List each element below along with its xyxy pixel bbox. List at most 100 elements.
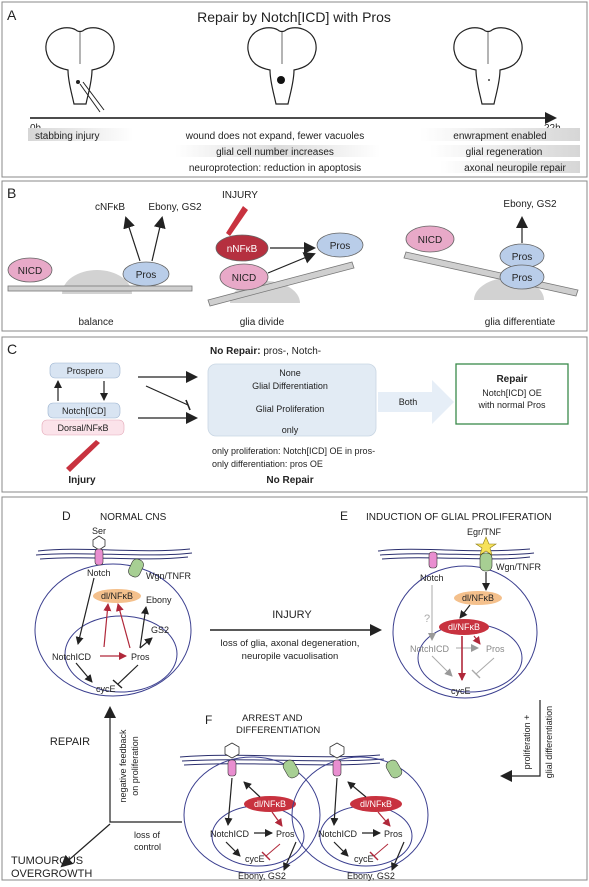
- arrow-pros-ebony: [139, 606, 149, 649]
- label-glial-regen: glial regeneration: [466, 147, 543, 158]
- arrow-dl-notch: [347, 781, 367, 798]
- both-arrow: [378, 380, 454, 424]
- inhibit-pros-cyce: [265, 843, 281, 857]
- balance-label: balance: [78, 317, 113, 328]
- panel-e-letter: E: [340, 509, 348, 523]
- inhibit-pros-cyce: [475, 657, 495, 675]
- nicd-label: NICD: [18, 266, 42, 277]
- pros-label: Pros: [384, 829, 403, 839]
- wound-icon: [277, 76, 285, 84]
- panel-d-title: NORMAL CNS: [100, 512, 167, 523]
- lever-beam: [7, 285, 193, 292]
- cnfkb-label: cNFκB: [95, 202, 125, 213]
- glial-prolif-label: Glial Proliferation: [256, 404, 325, 414]
- dl-nuclear-label: dl/NFκB: [360, 799, 392, 809]
- panel-a-letter: A: [7, 7, 17, 23]
- pros-label: Pros: [131, 652, 150, 662]
- notchicd-label: NotchICD: [318, 829, 358, 839]
- panel-e-title: INDUCTION OF GLIAL PROLIFERATION: [366, 512, 552, 523]
- pros-node: [316, 232, 364, 258]
- pros-label: Pros: [486, 644, 505, 654]
- injury-needle-icon: [66, 440, 100, 472]
- wgn-label: Wgn/TNFR: [496, 562, 542, 572]
- arrow-notch-notchicd: [75, 577, 95, 645]
- dorsal-node: [41, 419, 125, 436]
- panel-f-title2: DIFFERENTIATION: [236, 725, 320, 736]
- ser-ligand: [224, 742, 240, 759]
- cell-outline: [34, 563, 192, 697]
- injury-desc1: loss of glia, axonal degeneration,: [221, 638, 360, 649]
- panel-d-letter: D: [62, 509, 71, 523]
- wgn-receptor: [128, 558, 144, 578]
- axonal-bar: [440, 161, 580, 173]
- neg-fb-label1: negative feedback: [118, 729, 128, 803]
- notch-label: Notch: [87, 568, 111, 578]
- needle-icon: [79, 83, 101, 113]
- repair-label: REPAIR: [50, 736, 90, 748]
- arrow-notch-notchicd: [330, 777, 339, 826]
- dl-label: dl/NFκB: [462, 593, 494, 603]
- question-mark: ?: [424, 613, 430, 625]
- injury-label-c: Injury: [68, 475, 96, 486]
- notch-receptor: [94, 548, 104, 566]
- ser-ligand: [329, 742, 345, 759]
- notch-receptor: [332, 759, 342, 777]
- membrane: [377, 548, 535, 560]
- nnfkb-node: [215, 234, 269, 262]
- notch-receptor: [428, 551, 438, 569]
- pros-node: [499, 264, 545, 290]
- loss-label1: loss of: [134, 830, 161, 840]
- pros-label: Pros: [512, 252, 533, 263]
- prospero-label: Prospero: [67, 366, 104, 376]
- cyce-label: cycE: [245, 854, 265, 864]
- lever-beam: [207, 261, 355, 307]
- pros-label: Pros: [276, 829, 295, 839]
- ebony-gs2-label: Ebony, GS2: [503, 199, 557, 210]
- arrow-notchicd-cyce: [431, 655, 453, 677]
- dl-nuclear-label: dl/NFκB: [448, 622, 480, 632]
- regen-bar: [430, 145, 580, 157]
- dl-nuclear-node: [439, 619, 489, 635]
- dorsal-label: Dorsal/NFκB: [57, 423, 108, 433]
- cyce-label: cycE: [354, 854, 374, 864]
- repair-title: Repair: [496, 374, 527, 385]
- wgn-receptor: [479, 552, 493, 572]
- glial-diff-label: Glial Differentiation: [252, 381, 328, 391]
- panel-c-letter: C: [7, 341, 17, 357]
- dl-node: [93, 589, 141, 603]
- panel-a-title: Repair by Notch[ICD] with Pros: [197, 9, 391, 25]
- panel-b-frame: [1, 180, 588, 332]
- injury-needle-icon: [226, 206, 248, 236]
- panel-def: D NORMAL CNS Ser Notch Wgn/TNFR dl/NFκB …: [1, 496, 588, 881]
- no-repair-bottom: No Repair: [266, 475, 313, 486]
- arrow-dl-pros: [377, 811, 391, 827]
- ebony-gs2-label: Ebony, GS2: [148, 202, 202, 213]
- repair-box: [455, 363, 569, 425]
- loss-label2: control: [134, 842, 161, 852]
- ser-label: Ser: [92, 526, 106, 536]
- arrow-dl-notch: [243, 781, 261, 798]
- dl-nuclear-node: [244, 796, 296, 812]
- repair-line2: with normal Pros: [477, 400, 546, 410]
- arrow-pros-ebony: [151, 216, 166, 262]
- label-glia-number: glial cell number increases: [216, 147, 334, 158]
- arrow-pros-gs2: [139, 637, 153, 649]
- arrow-notchicd-cyce: [333, 841, 349, 857]
- notch-icd-node: [47, 402, 121, 419]
- arrow-pros-ebony: [283, 841, 297, 871]
- arrow-pros-dl: [115, 603, 131, 649]
- injury-label-b: INJURY: [222, 190, 258, 201]
- wgn-label: Wgn/TNFR: [146, 571, 192, 581]
- arrow-dl-pros: [271, 811, 283, 827]
- nicd-node: [405, 225, 455, 253]
- cyce-label: cycE: [451, 686, 471, 696]
- notchicd-label: NotchICD: [410, 644, 450, 654]
- inhibit-prospero-prolif: [145, 385, 189, 406]
- cell-outline: [291, 756, 429, 874]
- nicd-node: [7, 257, 53, 283]
- glia-bar: [175, 145, 380, 157]
- both-label: Both: [399, 397, 418, 407]
- no-repair-top: No Repair: pros-, Notch-: [210, 346, 321, 357]
- pros-label: Pros: [136, 270, 157, 281]
- prolif-diff-arrow: [500, 700, 541, 782]
